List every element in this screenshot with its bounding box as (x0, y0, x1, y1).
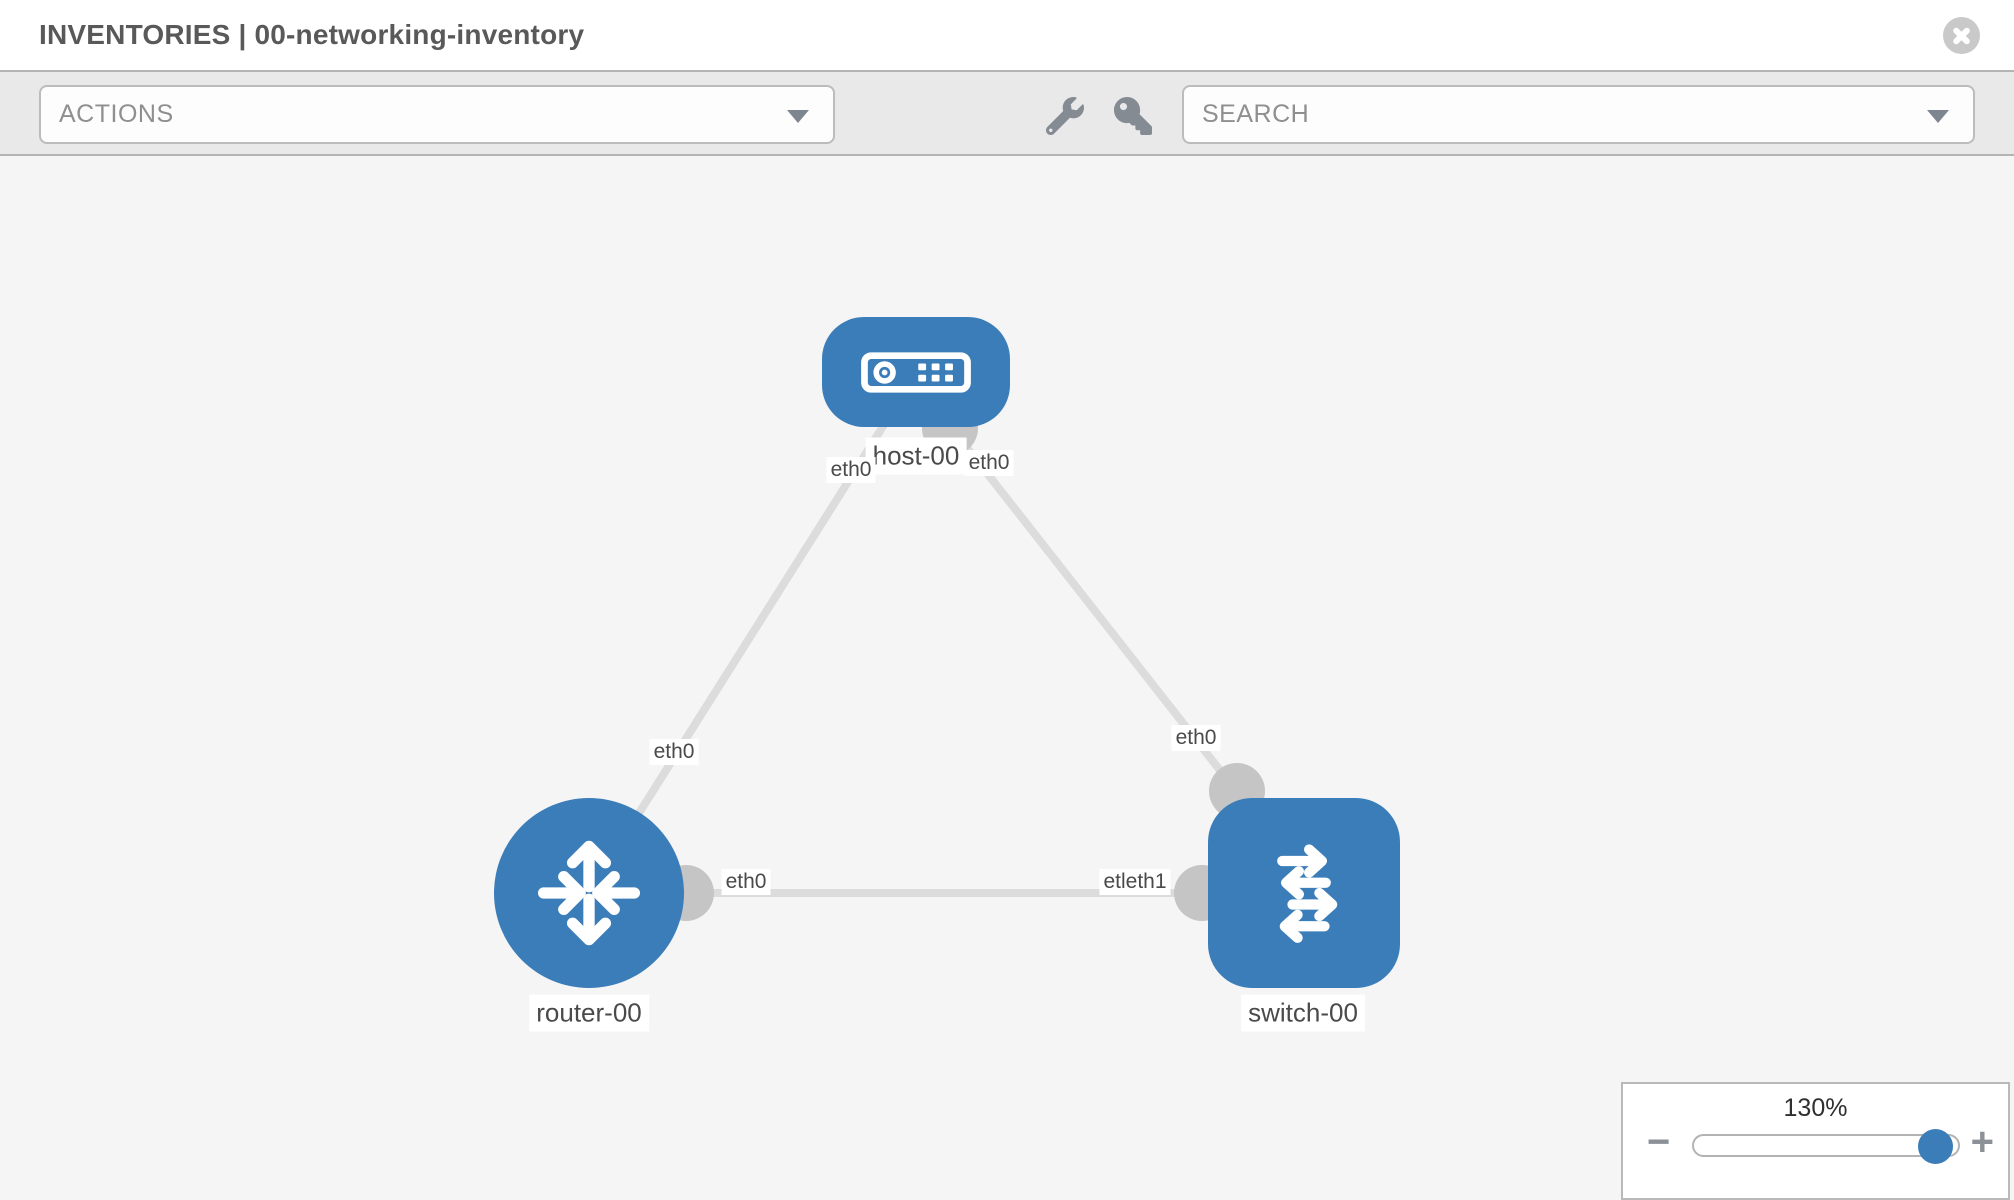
node-label-router: router-00 (529, 994, 649, 1032)
node-label-host: host-00 (865, 437, 967, 475)
server-icon (861, 351, 971, 393)
node-router-00[interactable] (494, 798, 684, 988)
chevron-down-icon (787, 110, 809, 123)
close-button[interactable] (1943, 17, 1980, 54)
credentials-button[interactable] (1108, 91, 1158, 141)
interface-label: eth0 (1171, 725, 1221, 751)
page-title: INVENTORIES | 00-networking-inventory (39, 19, 585, 50)
links-layer (584, 371, 1265, 921)
interface-label: eth0 (826, 457, 876, 483)
switch-arrows-icon (1277, 844, 1338, 943)
interface-label: etleth1 (1099, 869, 1171, 895)
interface-label: eth0 (649, 739, 699, 765)
node-switch-00[interactable] (1208, 798, 1400, 988)
search-dropdown[interactable]: SEARCH (1182, 85, 1975, 144)
interface-label: eth0 (964, 450, 1014, 476)
topology-canvas[interactable]: host-00 router-00 switch-00 eth0 eth0 et… (0, 158, 2014, 1200)
wrench-icon (1046, 97, 1084, 135)
key-icon (1114, 97, 1152, 135)
tools-button[interactable] (1040, 91, 1090, 141)
zoom-panel: 130% − + (1621, 1082, 2010, 1200)
zoom-slider-track[interactable] (1692, 1129, 1960, 1164)
actions-dropdown-label: ACTIONS (59, 100, 174, 128)
close-icon (1943, 17, 1980, 54)
node-host-00[interactable] (822, 317, 1010, 427)
header: INVENTORIES | 00-networking-inventory (0, 0, 2014, 70)
node-label-switch: switch-00 (1241, 994, 1365, 1032)
actions-dropdown[interactable]: ACTIONS (39, 85, 835, 144)
zoom-out-button[interactable]: − (1647, 1120, 1671, 1164)
zoom-level-label: 130% (1783, 1094, 1848, 1122)
search-dropdown-label: SEARCH (1202, 100, 1310, 128)
router-arrows-icon (537, 840, 641, 946)
toolbar: ACTIONS SEARCH (0, 70, 2014, 156)
chevron-down-icon (1927, 110, 1949, 123)
zoom-slider-thumb[interactable] (1918, 1129, 1953, 1164)
interface-label: eth0 (721, 869, 771, 895)
zoom-in-button[interactable]: + (1970, 1120, 1994, 1164)
